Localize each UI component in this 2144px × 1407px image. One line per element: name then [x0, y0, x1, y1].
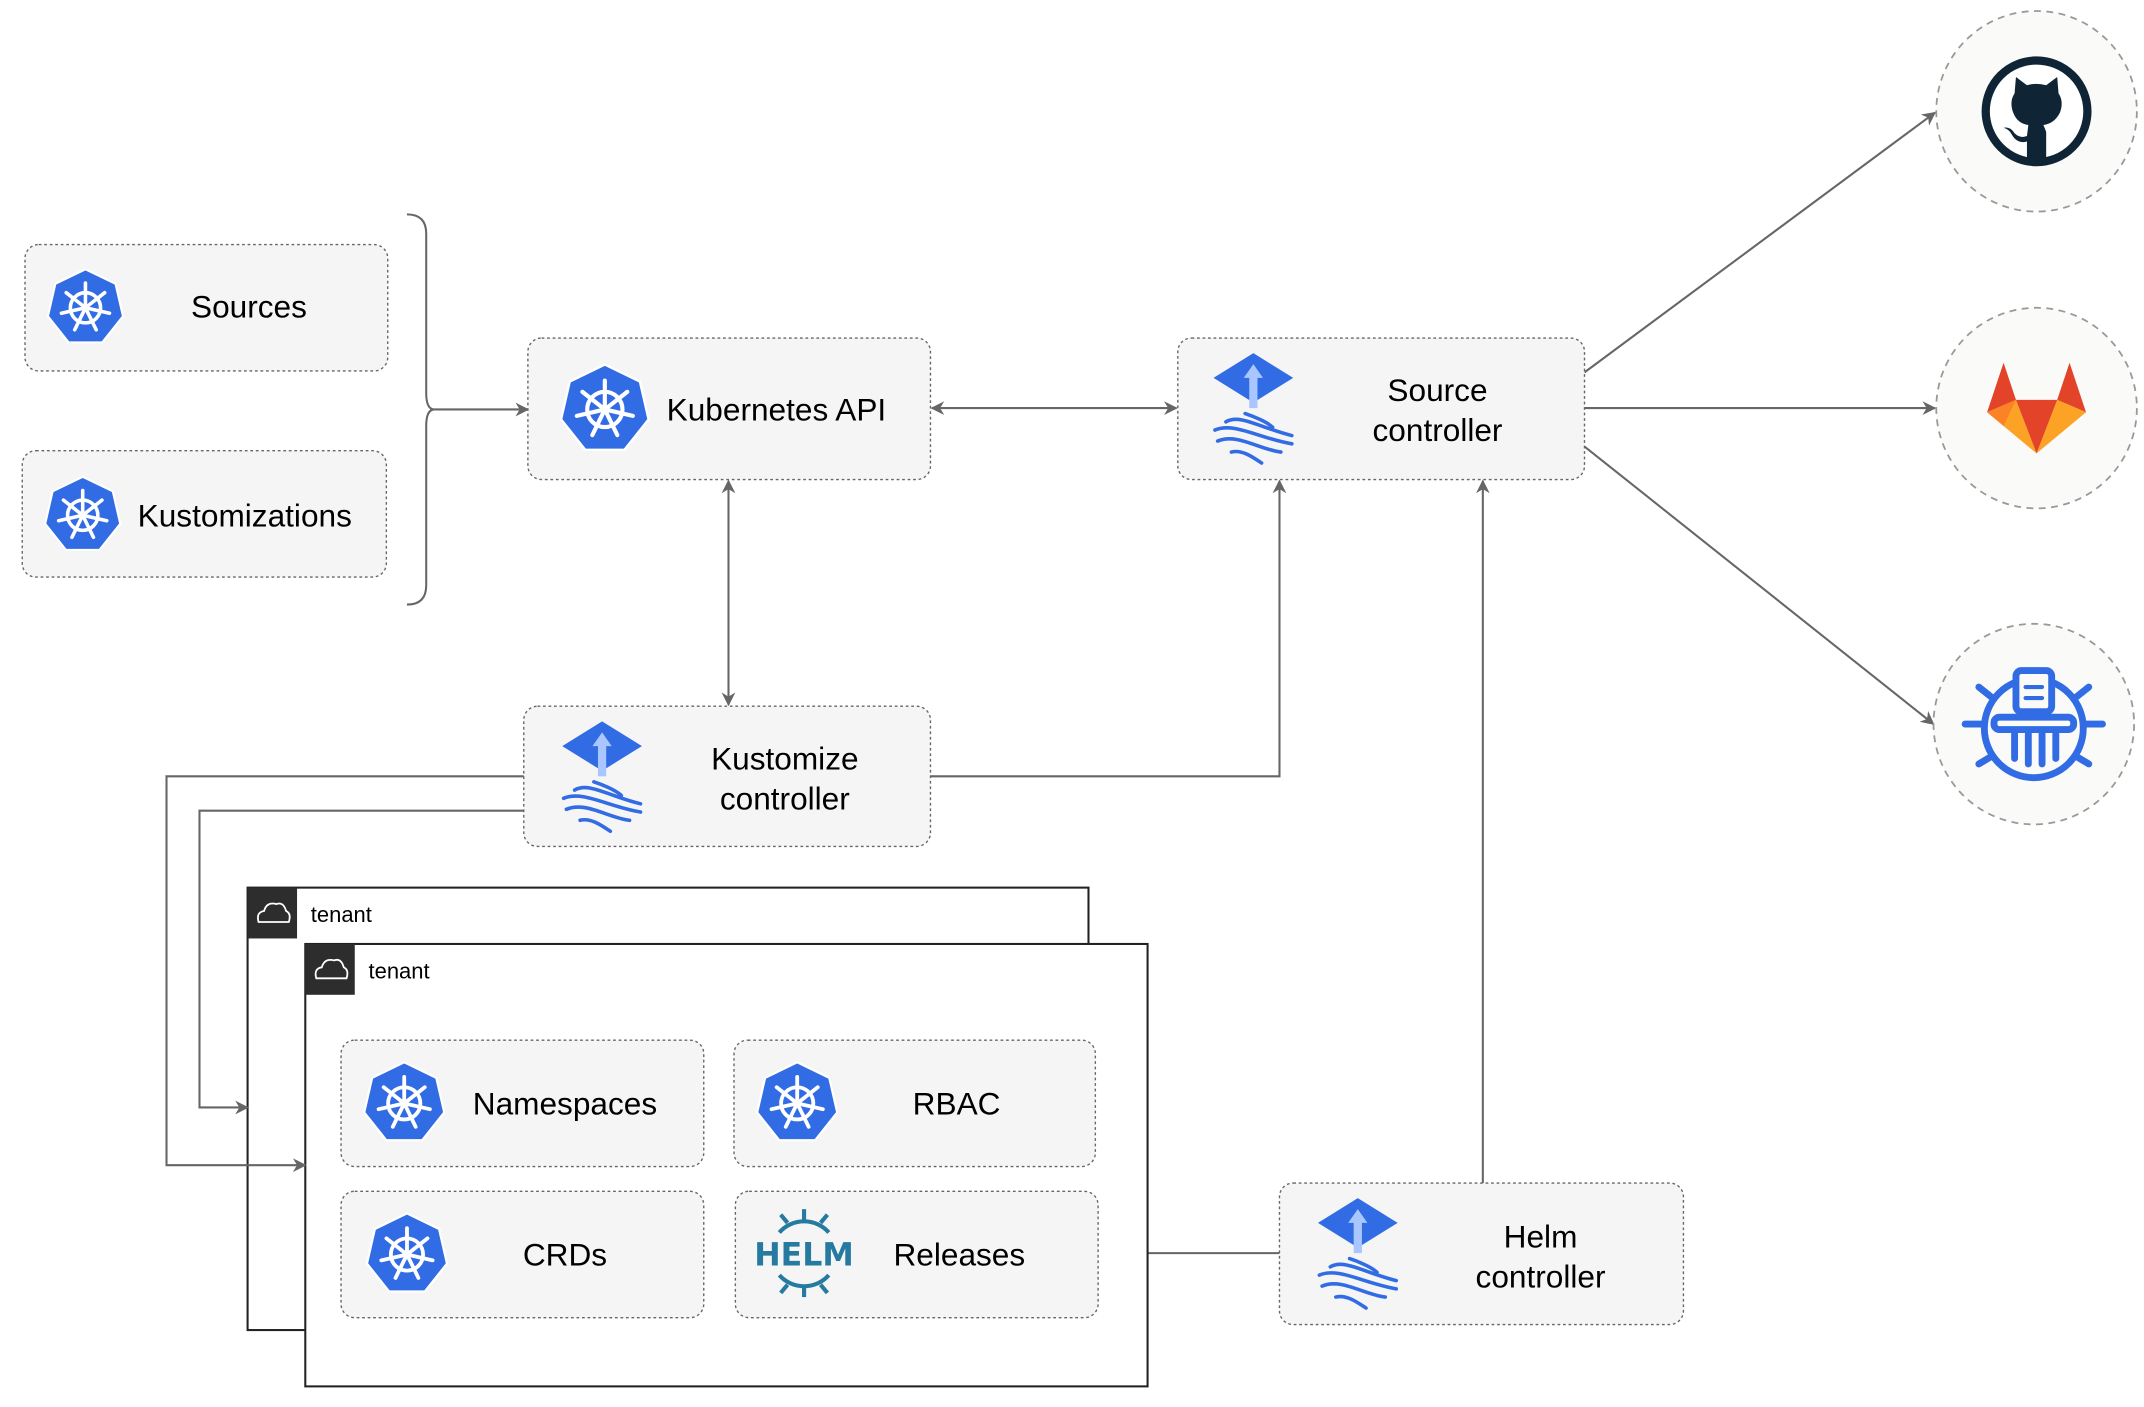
kubernetes-api-node: Kubernetes API: [527, 337, 932, 481]
helm-controller-label-line2: controller: [1476, 1258, 1606, 1294]
helm-logo-text: HELM: [754, 1237, 854, 1273]
namespaces-label: Namespaces: [473, 1085, 657, 1121]
cloud-icon: [257, 902, 291, 923]
releases-label: Releases: [893, 1236, 1025, 1272]
kustomizations-node: Kustomizations: [21, 449, 388, 578]
kubernetes-api-label: Kubernetes API: [667, 391, 887, 427]
source-controller-label-line2: controller: [1373, 412, 1503, 448]
kustomize-controller-label-line2: controller: [720, 780, 850, 816]
github-icon: [1981, 56, 2092, 167]
bucket-icon: [1961, 667, 2106, 782]
helm-icon: HELM: [754, 1209, 854, 1298]
source-controller-label-line1: Source: [1387, 372, 1487, 408]
helm-controller-label-line1: Helm: [1504, 1219, 1578, 1255]
gitlab-node: [1935, 306, 2138, 510]
edge-kustomize-to-tenant-front: [165, 775, 524, 1173]
edge-source-to-bucket: [1583, 445, 1935, 725]
crds-node: CRDs: [340, 1190, 705, 1319]
source-controller-node: Source controller: [1177, 337, 1586, 481]
edge-source-to-github: [1583, 111, 1936, 374]
rbac-label: RBAC: [913, 1085, 1001, 1121]
bucket-node: [1932, 622, 2136, 826]
kustomizations-label: Kustomizations: [138, 497, 352, 533]
namespaces-node: Namespaces: [340, 1039, 705, 1168]
crds-label: CRDs: [523, 1236, 607, 1272]
rbac-node: RBAC: [733, 1039, 1097, 1168]
brace: [406, 213, 435, 606]
edge-kustomize-to-tenant-back: [198, 809, 524, 1115]
releases-node: HELM Releases: [734, 1190, 1099, 1319]
cloud-icon: [314, 958, 349, 980]
sources-label: Sources: [191, 288, 307, 324]
tenant-label: tenant: [311, 902, 372, 927]
gitlab-icon: [1987, 362, 2087, 454]
tenant-label: tenant: [369, 958, 430, 983]
sources-node: Sources: [24, 243, 389, 372]
kustomize-controller-node: Kustomize controller: [523, 705, 932, 848]
edge-kustomize-to-source: [930, 479, 1287, 778]
github-node: [1935, 10, 2138, 213]
helm-controller-node: Helm controller: [1278, 1182, 1685, 1326]
kustomize-controller-label-line1: Kustomize: [711, 740, 858, 776]
